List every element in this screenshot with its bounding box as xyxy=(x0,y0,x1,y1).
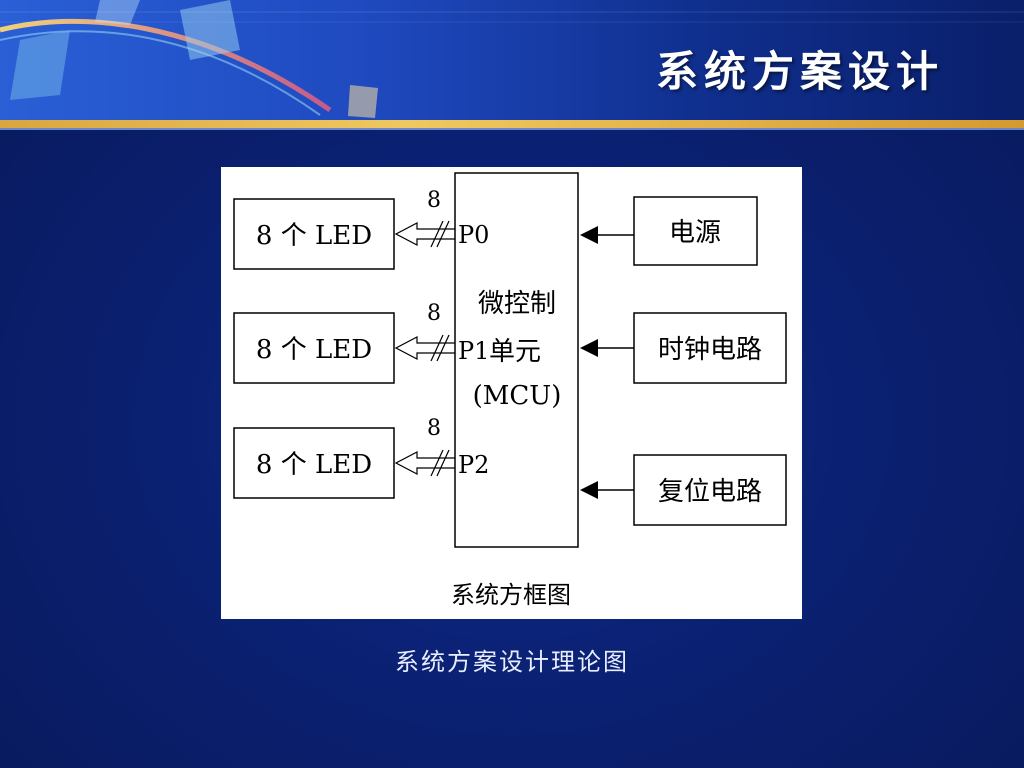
bus-arrow-p1 xyxy=(394,334,455,362)
glass-shape xyxy=(10,30,70,100)
block-diagram-svg: 微控制 单元 (MCU) P0 P1 P2 8 个 LED 8 个 LED 8 … xyxy=(233,172,787,609)
bus-width-p0: 8 xyxy=(427,188,441,213)
port-label-p1: P1 xyxy=(458,337,489,365)
accent-bar xyxy=(0,120,1024,128)
bus-arrow-p2 xyxy=(394,449,455,477)
slide-header: 系统方案设计 xyxy=(0,0,1024,120)
mcu-label-line2: 单元 xyxy=(489,337,541,367)
accent-divider xyxy=(0,128,1024,130)
led-label-3: 8 个 LED xyxy=(256,450,372,480)
input-box-power xyxy=(633,196,758,266)
mcu-label-line3: (MCU) xyxy=(473,381,562,411)
led-label-1: 8 个 LED xyxy=(256,221,372,251)
glass-shape xyxy=(348,85,378,118)
page-title: 系统方案设计 xyxy=(655,47,944,96)
mcu-label-line1: 微控制 xyxy=(478,289,556,319)
input-label-clock: 时钟电路 xyxy=(658,335,762,365)
led-box-2 xyxy=(233,312,395,384)
mcu-box xyxy=(454,172,579,548)
input-box-reset xyxy=(633,454,787,526)
led-box-3 xyxy=(233,427,395,499)
port-label-p2: P2 xyxy=(458,451,489,479)
led-box-1 xyxy=(233,198,395,270)
block-diagram: 微控制 单元 (MCU) P0 P1 P2 8 个 LED 8 个 LED 8 … xyxy=(221,167,802,619)
swoosh-line xyxy=(0,18,332,113)
glass-shape xyxy=(180,0,240,60)
header-decoration xyxy=(0,0,1024,118)
diagram-caption: 系统方案设计理论图 xyxy=(395,648,629,676)
diagram-footer: 系统方框图 xyxy=(451,581,571,609)
led-label-2: 8 个 LED xyxy=(256,335,372,365)
input-label-reset: 复位电路 xyxy=(658,477,762,507)
bus-arrow-p0 xyxy=(394,220,455,248)
port-label-p0: P0 xyxy=(458,221,489,249)
bus-width-p2: 8 xyxy=(427,416,441,441)
bus-width-p1: 8 xyxy=(427,301,441,326)
input-box-clock xyxy=(633,312,787,384)
input-label-power: 电源 xyxy=(669,218,721,248)
